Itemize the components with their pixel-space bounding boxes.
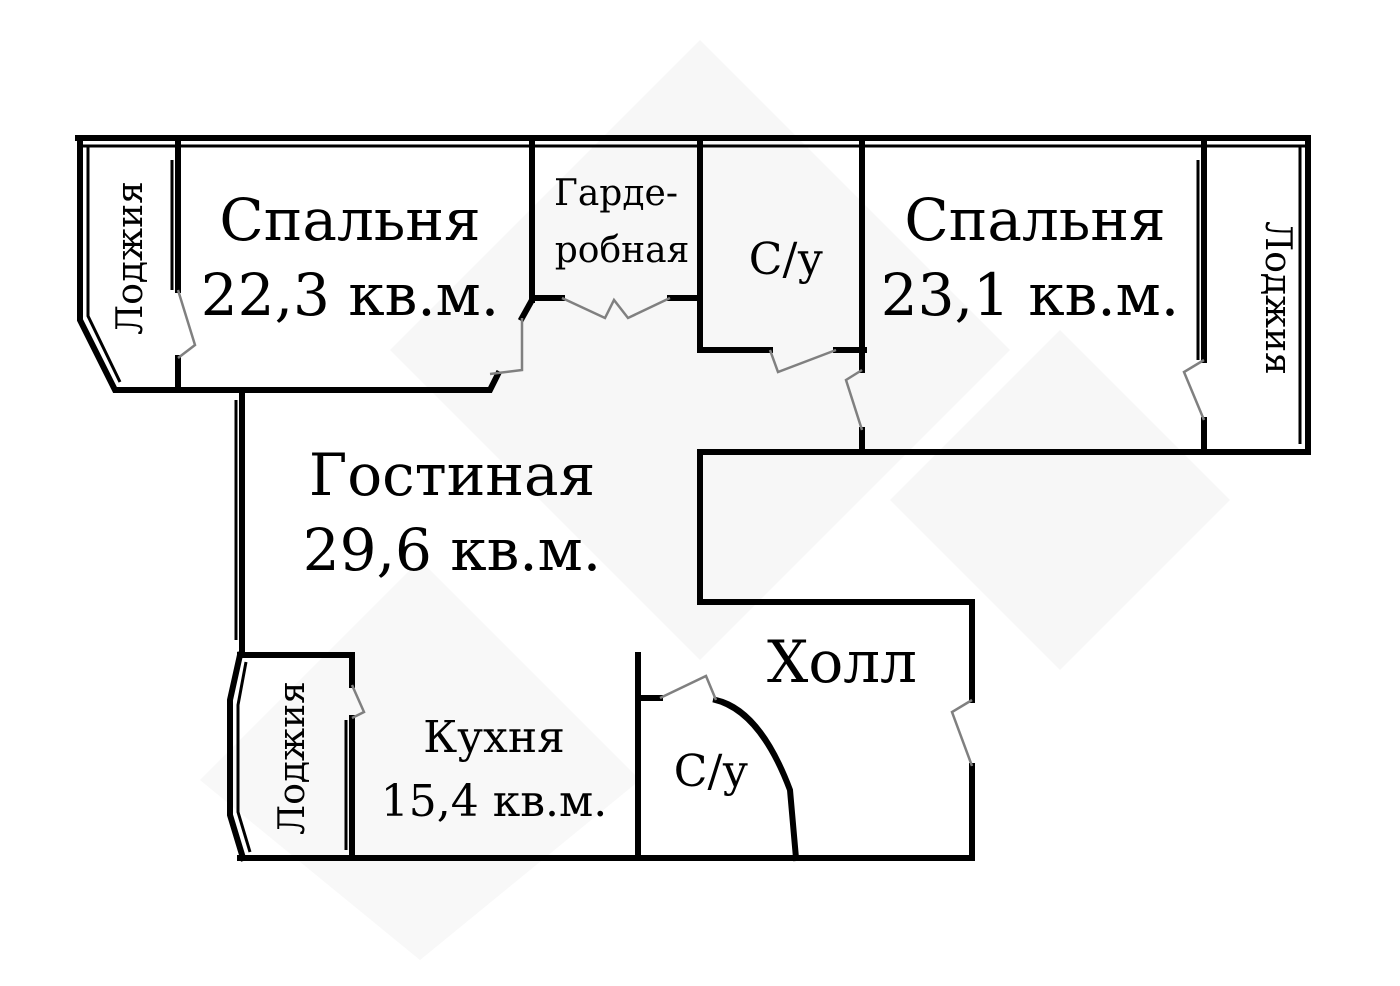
walls (75, 135, 1311, 862)
bath-top-name: С/у (749, 234, 823, 285)
loggia-right-name: Лоджия (1257, 221, 1298, 375)
bedroom-left-area: 22,3 кв.м. (201, 261, 499, 329)
door-bedroom-right (844, 368, 864, 431)
door-loggia-right (1182, 358, 1206, 421)
wardrobe-name-line2: робная (555, 230, 690, 271)
door-loggia-left (176, 289, 197, 359)
loggia-left-name: Лоджия (110, 181, 151, 335)
bedroom-right-name: Спальня (904, 186, 1165, 254)
wardrobe-name-line1: Гарде- (554, 173, 678, 214)
bath-bottom-name: С/у (674, 746, 748, 797)
kitchen-area: 15,4 кв.м. (381, 776, 607, 827)
hall-name: Холл (767, 628, 917, 696)
door-wardrobe (561, 296, 671, 320)
doors (176, 289, 1206, 767)
room-labels: Спальня 22,3 кв.м. Спальня 23,1 кв.м. Га… (110, 173, 1298, 835)
door-loggia-kitchen (350, 684, 366, 720)
living-area: 29,6 кв.м. (303, 516, 601, 584)
door-bath-top (768, 348, 837, 374)
door-entrance (950, 698, 974, 767)
door-bath-bottom (659, 674, 718, 701)
bedroom-left-name: Спальня (219, 186, 480, 254)
bedroom-right-area: 23,1 кв.м. (881, 261, 1179, 329)
loggia-kitchen-name: Лоджия (272, 681, 313, 835)
door-bedroom-left (489, 318, 524, 376)
kitchen-name: Кухня (423, 712, 565, 763)
living-name: Гостиная (309, 441, 595, 509)
